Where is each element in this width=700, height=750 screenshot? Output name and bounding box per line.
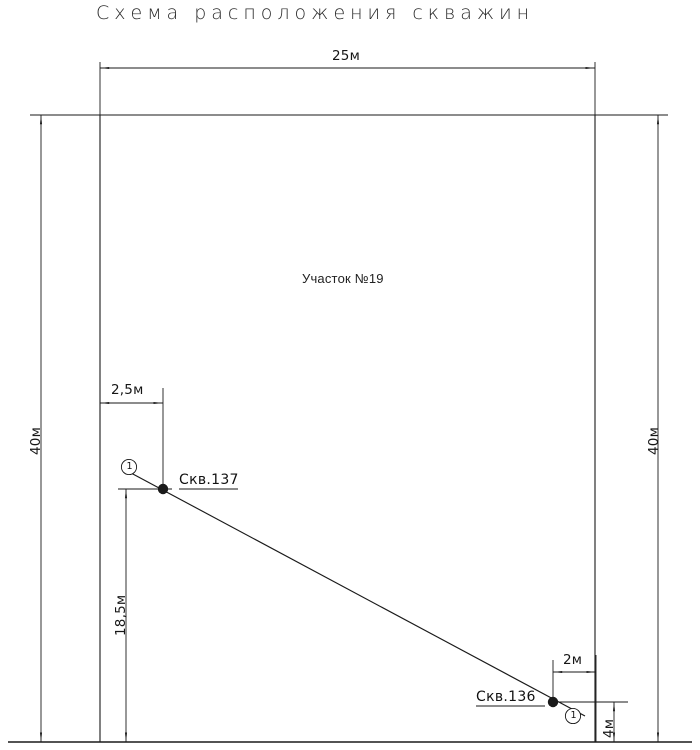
well-137-symbol[interactable] [120, 458, 169, 495]
dimension-well-vertical-spacing [118, 488, 172, 742]
plot-outline [8, 114, 692, 743]
dimension-left-height [30, 114, 108, 742]
dimension-well136-offset-x [552, 655, 597, 742]
well-connection-line [130, 472, 586, 717]
dimension-well137-offset-x [99, 388, 164, 489]
dimension-right-height [588, 114, 668, 742]
dimension-top-width [99, 62, 596, 130]
well-136-symbol[interactable] [547, 696, 582, 725]
dimension-well136-offset-y [553, 701, 628, 742]
